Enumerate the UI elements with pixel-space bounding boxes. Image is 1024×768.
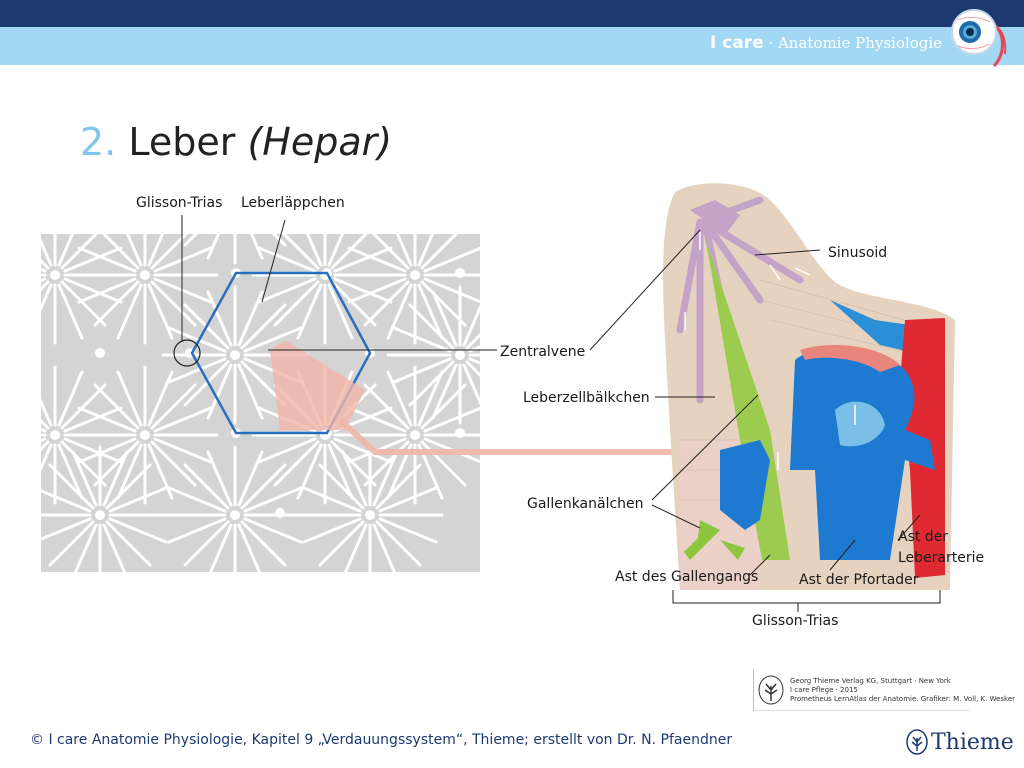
thieme-tree-icon <box>906 729 928 755</box>
label-glisson-trias-bottom: Glisson-Trias <box>752 613 838 629</box>
brand-title: I care · Anatomie Physiologie <box>710 33 942 53</box>
zoom-connector <box>337 417 680 455</box>
zoom-wedge <box>270 340 365 430</box>
title-latin: (Hepar) <box>247 120 393 164</box>
label-ast-der-leberarterie-1: Ast der <box>898 529 948 545</box>
header-dark-bar <box>0 0 1024 27</box>
credit-text: Georg Thieme Verlag KG, Stuttgart · New … <box>790 677 1015 704</box>
label-ast-des-gallengangs: Ast des Gallengangs <box>615 569 758 585</box>
glisson-trias-circle <box>173 339 201 367</box>
tree-logo-icon <box>758 675 784 705</box>
thieme-logo: Thieme <box>906 726 1014 758</box>
label-sinusoid: Sinusoid <box>828 245 887 261</box>
credit-line-1: Georg Thieme Verlag KG, Stuttgart · New … <box>790 677 951 685</box>
label-gallenkanaelchen: Gallenkanälchen <box>527 496 644 512</box>
brand-bold: I care <box>709 33 764 53</box>
label-ast-der-leberarterie-2: Leberarterie <box>898 550 984 566</box>
title-main: Leber <box>128 120 236 164</box>
label-zentralvene: Zentralvene <box>500 344 585 360</box>
label-leberlaeppchen: Leberläppchen <box>241 195 345 211</box>
credit-line-2: I care Pflege · 2015 <box>790 686 858 694</box>
credit-line-3: Prometheus LernAtlas der Anatomie. Grafi… <box>790 695 1016 703</box>
header-light-bar <box>0 27 1024 65</box>
lobule-hexagon <box>190 271 372 435</box>
brand-subtitle: · Anatomie Physiologie <box>763 34 942 52</box>
title-number: 2. <box>80 120 117 164</box>
label-glisson-trias-top: Glisson-Trias <box>136 195 222 211</box>
label-leberzellbaelkchen: Leberzellbälkchen <box>523 390 650 406</box>
credit-box <box>753 670 969 711</box>
footer-copyright: © I care Anatomie Physiologie, Kapitel 9… <box>30 732 733 748</box>
leader-lines <box>181 215 941 612</box>
liver-tissue-block <box>663 183 955 590</box>
page-title: 2. Leber (Hepar) <box>80 120 392 164</box>
eye-logo-icon <box>951 9 1007 68</box>
thieme-wordmark: Thieme <box>931 729 1014 755</box>
label-ast-der-pfortader: Ast der Pfortader <box>799 572 919 588</box>
